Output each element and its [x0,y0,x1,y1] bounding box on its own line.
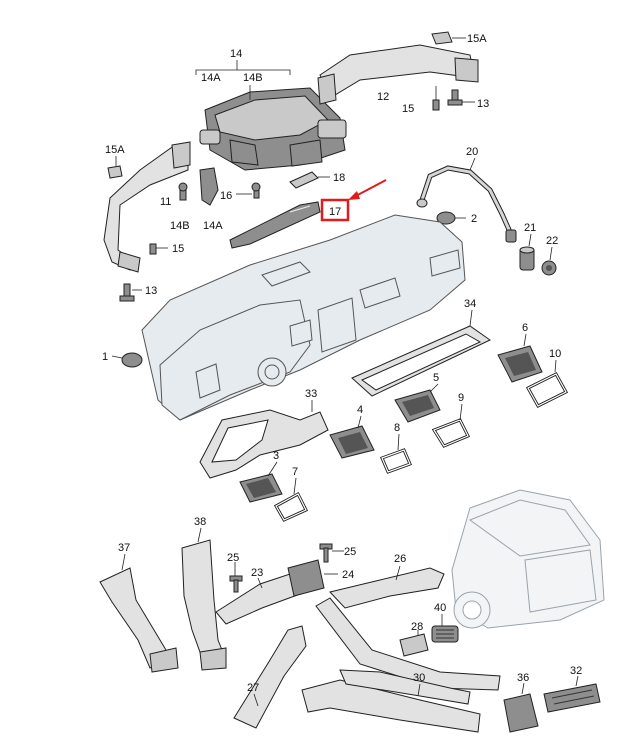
sensor-21 [519,246,535,271]
duct-23 [215,571,301,625]
duct-38 [181,539,227,671]
dash-trim-17 [229,201,321,249]
label-27: 27 [247,682,259,694]
screw-15-left [149,243,157,255]
label-6: 6 [522,322,528,334]
label-12: 12 [377,91,389,103]
label-21: 21 [524,222,536,234]
cap-1 [121,352,143,368]
label-9: 9 [458,392,464,404]
label-25a: 25 [227,552,239,564]
label-15-top: 15 [402,103,414,115]
label-7: 7 [292,466,298,478]
vent-36 [503,693,539,733]
label-13-left: 13 [145,285,157,297]
label-5: 5 [433,372,439,384]
seal-9 [431,418,471,448]
bracket-14A-left [199,167,219,206]
label-23: 23 [251,567,263,579]
dashboard-panel [141,214,466,421]
vent-5 [394,389,441,423]
label-36: 36 [517,672,529,684]
label-1: 1 [102,351,108,363]
bolt-13-top [447,89,463,106]
label-14: 14 [230,48,242,60]
clip-18 [289,171,319,189]
label-13-top: 13 [477,98,489,110]
label-10: 10 [549,348,561,360]
vent-40 [431,625,459,643]
screw-15-top [432,86,440,111]
seal-10 [525,372,569,408]
label-40: 40 [434,602,446,614]
label-3: 3 [273,450,279,462]
seal-7 [273,491,309,522]
vent-3 [239,473,283,503]
label-22: 22 [546,235,558,247]
label-14A-left: 14A [203,220,223,232]
duct-28 [399,633,429,657]
duct-27 [233,625,307,729]
label-17: 17 [329,206,341,218]
label-25b: 25 [344,546,356,558]
label-15A-left: 15A [105,144,125,156]
car-silhouette [451,489,605,629]
red-arrow-icon [348,179,387,200]
seal-8 [379,448,413,474]
label-15-left: 15 [172,243,184,255]
label-14B-top: 14B [243,72,263,84]
label-38: 38 [194,516,206,528]
vent-4 [329,425,375,459]
clip-25b [319,543,333,563]
label-33: 33 [305,388,317,400]
vent-32 [543,683,601,713]
label-30: 30 [413,672,425,684]
duct-37 [99,567,179,673]
label-11: 11 [160,196,171,208]
label-2: 2 [471,213,477,225]
label-26: 26 [394,553,406,565]
trim-frame-34 [351,325,491,397]
clip-15A-top [431,31,453,45]
air-duct-12 [317,44,479,105]
label-28: 28 [411,621,423,633]
screw-16 [251,182,261,199]
vent-6 [497,345,543,383]
label-16: 16 [220,190,232,202]
label-24: 24 [342,569,354,581]
labels: 14 14A 14B 15A 12 15 13 15A 11 14B 14A 1… [102,33,582,694]
duct-long-center [315,597,501,691]
duct-26 [329,567,445,609]
duct-24 [287,559,325,597]
label-8: 8 [394,422,400,434]
label-18: 18 [333,172,345,184]
screw-14B-left [178,182,188,201]
label-4: 4 [357,404,363,416]
label-37: 37 [118,542,130,554]
clip-15A-left [107,165,123,179]
grommet-22 [541,260,557,276]
label-14A-top: 14A [201,72,221,84]
defrost-hose-20 [416,165,517,243]
label-15A-top: 15A [467,33,487,45]
clip-25a [229,575,243,593]
trim-frame-33 [199,409,329,479]
highlight-box-17 [320,198,350,222]
duct-30 [301,669,481,733]
air-distribution-housing [199,87,347,171]
label-20: 20 [466,146,478,158]
air-duct-11 [103,141,191,273]
label-34: 34 [464,298,476,310]
label-32: 32 [570,665,582,677]
bolt-13-left [119,283,135,302]
label-14B-left: 14B [170,220,190,232]
